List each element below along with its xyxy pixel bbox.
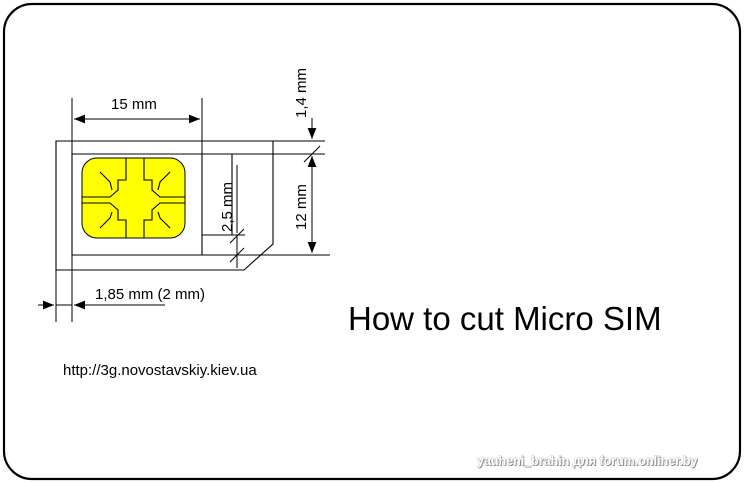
dim-corner: 2,5 mm bbox=[202, 165, 245, 268]
dim-top-margin: 1,4 mm bbox=[202, 68, 325, 163]
watermark: yauheni_brahin для forum.onliner.by yauh… bbox=[477, 454, 699, 469]
watermark-text-shadow: yauheni_brahin для forum.onliner.by bbox=[478, 455, 698, 469]
left-margin-label: 1,85 mm (2 mm) bbox=[95, 286, 205, 303]
diagram-title: How to cut Micro SIM bbox=[348, 300, 662, 337]
source-url: http://3g.novostavskiy.kiev.ua bbox=[63, 362, 257, 379]
width-label: 15 mm bbox=[111, 96, 157, 113]
dim-left-margin: 1,85 mm (2 mm) bbox=[38, 255, 205, 322]
height-label: 12 mm bbox=[293, 184, 310, 230]
corner-label: 2,5 mm bbox=[219, 182, 236, 232]
dim-height: 12 mm bbox=[202, 156, 330, 256]
watermark-text: yauheni_brahin для forum.onliner.by bbox=[477, 454, 697, 468]
sim-chip bbox=[81, 157, 186, 239]
top-margin-label: 1,4 mm bbox=[293, 68, 310, 118]
dim-width: 15 mm bbox=[71, 96, 203, 154]
